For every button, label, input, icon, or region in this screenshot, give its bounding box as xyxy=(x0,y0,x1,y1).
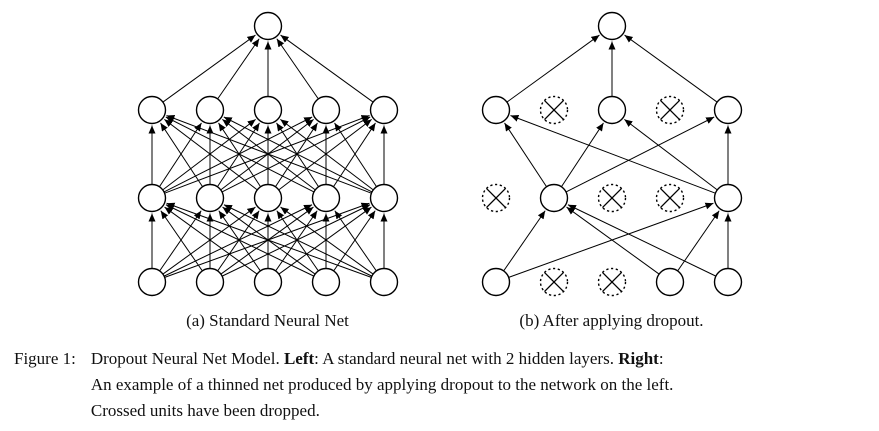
neuron-node xyxy=(253,267,282,297)
connection-arrow xyxy=(161,118,256,191)
connection-arrow xyxy=(165,204,314,277)
connection-arrow xyxy=(565,116,714,193)
connection-arrow xyxy=(567,204,716,277)
neuron-node xyxy=(253,11,282,41)
neuron-node xyxy=(713,95,742,125)
dropped-unit-icon xyxy=(539,267,568,297)
figure-caption: Figure 1: Dropout Neural Net Model. Left… xyxy=(14,346,865,424)
figure-caption-body: Dropout Neural Net Model. Left: A standa… xyxy=(91,346,865,424)
connection-arrow xyxy=(163,118,258,191)
figure-caption-label: Figure 1: xyxy=(14,349,76,368)
connection-arrow xyxy=(216,210,260,272)
caption-text: Dropout Neural Net Model. xyxy=(90,349,284,368)
subfigure-standard-net: (a) Standard Neural Net xyxy=(128,8,408,331)
connection-arrow xyxy=(275,38,319,100)
connection-arrow xyxy=(279,118,374,191)
connection-arrow xyxy=(279,34,373,103)
connection-arrow xyxy=(560,122,604,188)
connection-arrow xyxy=(216,122,260,188)
connection-arrow xyxy=(219,118,314,191)
neuron-node xyxy=(137,95,166,125)
neuron-node xyxy=(195,267,224,297)
caption-text: : xyxy=(658,349,664,368)
caption-text: : A standard neural net with 2 hidden la… xyxy=(314,349,619,368)
neuron-node xyxy=(137,267,166,297)
connection-arrow xyxy=(279,206,373,275)
connection-arrow xyxy=(159,210,203,272)
neuron-node xyxy=(311,183,340,213)
neuron-node xyxy=(253,183,282,213)
neuron-node xyxy=(311,267,340,297)
neuron-node xyxy=(481,95,510,125)
connection-arrow xyxy=(509,115,716,194)
neuron-node xyxy=(539,183,568,213)
dropped-unit-icon xyxy=(481,183,510,213)
neuron-node xyxy=(195,183,224,213)
dropped-unit-icon xyxy=(539,95,568,125)
subcaption-a: (a) Standard Neural Net xyxy=(186,311,349,330)
neuron-node xyxy=(195,95,224,125)
connection-arrow xyxy=(158,122,202,188)
connection-arrow xyxy=(159,122,203,188)
connection-arrow xyxy=(165,202,371,278)
neuron-node xyxy=(713,183,742,213)
dropped-unit-icon xyxy=(597,183,626,213)
connection-arrow xyxy=(506,34,600,103)
figure-caption-line: Dropout Neural Net Model. Left: A standa… xyxy=(91,346,865,372)
connection-arrow xyxy=(277,118,372,191)
caption-text: Crossed units have been dropped. xyxy=(90,401,320,420)
connection-arrow xyxy=(163,206,257,275)
neuron-node xyxy=(369,267,398,297)
connection-arrow xyxy=(676,210,720,272)
connection-arrow xyxy=(165,116,314,193)
neuron-node xyxy=(369,95,398,125)
neuron-node xyxy=(655,267,684,297)
connection-arrow xyxy=(216,38,260,100)
connection-arrow xyxy=(220,206,314,275)
dropped-unit-icon xyxy=(655,95,684,125)
standard-neural-net-diagram xyxy=(137,11,398,297)
subfigure-dropout-net: (b) After applying dropout. xyxy=(472,8,752,331)
connection-arrow xyxy=(333,210,377,272)
neuron-node xyxy=(311,95,340,125)
connection-arrow xyxy=(502,210,546,272)
neuron-node xyxy=(713,267,742,297)
connection-arrow xyxy=(162,34,256,103)
caption-bold-term: Right xyxy=(618,349,659,368)
figure-diagrams: (a) Standard Neural Net (b) After applyi… xyxy=(128,8,752,331)
connection-arrow xyxy=(508,202,714,278)
neuron-node xyxy=(597,11,626,41)
neuron-node xyxy=(253,95,282,125)
connection-arrow xyxy=(503,122,547,188)
dropped-unit-icon xyxy=(655,183,684,213)
dropped-unit-icon xyxy=(597,267,626,297)
caption-bold-term: Left xyxy=(283,349,315,368)
neuron-node xyxy=(597,95,626,125)
connection-arrow xyxy=(162,206,256,275)
connection-arrow xyxy=(165,115,372,194)
figure-caption-line: Crossed units have been dropped. xyxy=(91,398,865,424)
connection-arrow xyxy=(223,116,372,193)
connection-arrow xyxy=(333,122,377,188)
caption-text: An example of a thinned net produced by … xyxy=(90,375,674,394)
subcaption-b: (b) After applying dropout. xyxy=(519,311,704,330)
neuron-node xyxy=(481,267,510,297)
connection-arrow xyxy=(565,206,659,275)
connection-arrow xyxy=(158,210,202,272)
connection-arrow xyxy=(278,206,372,275)
neuron-node xyxy=(369,183,398,213)
connection-arrow xyxy=(623,118,718,191)
connection-arrow xyxy=(223,204,372,277)
dropout-neural-net-diagram xyxy=(481,11,742,297)
figure-caption-line: An example of a thinned net produced by … xyxy=(91,372,865,398)
connection-arrow xyxy=(623,34,717,103)
neuron-node xyxy=(137,183,166,213)
